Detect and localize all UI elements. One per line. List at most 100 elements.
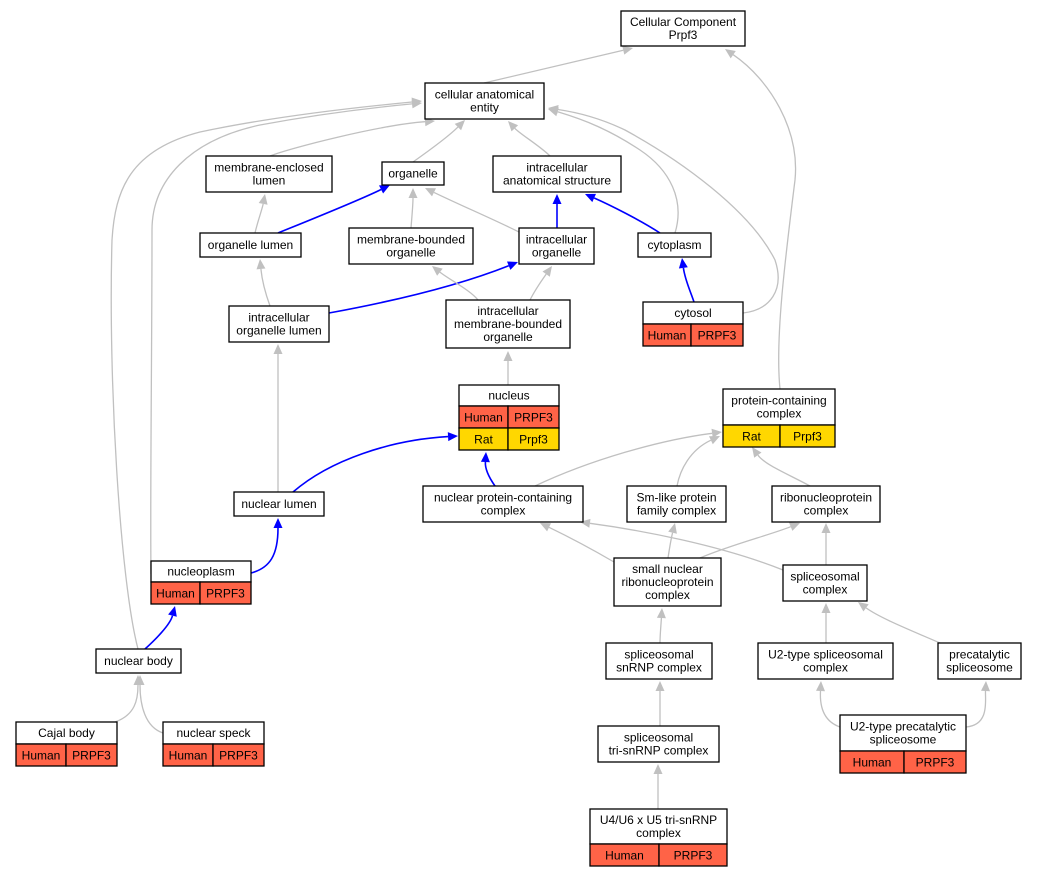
node-nlumen[interactable]: nuclear lumen [233, 491, 325, 517]
node-org[interactable]: organelle [381, 161, 445, 186]
edge-spl-to-npcc [589, 522, 784, 571]
node-label: tri-snRNP complex [609, 744, 709, 758]
node-cyto[interactable]: cytoplasm [637, 232, 712, 258]
node-label: organelle [388, 167, 438, 181]
node-label: nuclear protein-containing [434, 491, 572, 505]
node-box [422, 485, 584, 523]
gene-label: PRPF3 [674, 849, 713, 863]
node-box [839, 714, 967, 752]
gene-label: Prpf3 [519, 433, 548, 447]
edge-arrowhead [821, 603, 831, 613]
gene-label: PRPF3 [916, 756, 955, 770]
edge-arrowhead [542, 266, 552, 277]
node-label: entity [470, 101, 499, 115]
node-box [613, 557, 722, 607]
edge-arrowhead [432, 266, 443, 276]
node-label: Cellular Component [630, 15, 737, 29]
node-box [597, 725, 720, 763]
gene-cell [507, 427, 560, 451]
edge-u2pre-to-precat [965, 690, 987, 728]
edge-nbody-to-nucleoplasm [144, 615, 174, 650]
node-label: intracellular [477, 304, 538, 318]
node-label: intracellular [526, 161, 587, 175]
gene-cell [779, 424, 836, 448]
edge-cajal-to-nbody [114, 684, 139, 723]
node-label: Prpf3 [669, 28, 698, 42]
edge-arrowhead [507, 261, 518, 270]
node-label: family complex [637, 504, 716, 518]
node-label: Sm-like protein [636, 491, 716, 505]
node-label: membrane-enclosed [214, 161, 323, 175]
node-label: cellular anatomical [435, 88, 534, 102]
node-label: complex [757, 407, 802, 421]
node-label: spliceosomal [624, 731, 693, 745]
edge-mel-to-cae [269, 121, 426, 157]
node-label: cytosol [674, 306, 711, 320]
node-label: U2-type precatalytic [850, 720, 956, 734]
node-orgl[interactable]: organelle lumen [199, 232, 302, 258]
edge-arrowhead [622, 45, 633, 55]
edge-arrowhead [981, 681, 990, 692]
edge-arrowhead [168, 606, 177, 617]
node-box [757, 642, 894, 680]
node-label: organelle [483, 330, 533, 344]
edge-arrowhead [789, 522, 800, 531]
edge-imbo-to-io [529, 273, 547, 301]
gene-label: PRPF3 [698, 329, 737, 343]
edge-iol-to-orgl [260, 268, 271, 307]
edge-snrnp-to-rnp [699, 526, 791, 559]
node-nbody[interactable]: nuclear body [95, 648, 182, 674]
node-label: cytoplasm [647, 238, 701, 252]
edge-arrowhead [552, 194, 562, 204]
edge-arrowhead [256, 259, 266, 270]
species-label: Human [169, 749, 208, 763]
node-box [492, 155, 622, 193]
edge-arrowhead [858, 602, 869, 612]
node-box [782, 564, 868, 602]
node-label: intracellular [248, 311, 309, 325]
edge-cytosol-to-cae [557, 108, 779, 314]
species-label: Human [22, 749, 61, 763]
edge-arrowhead [480, 452, 490, 463]
gene-label: PRPF3 [219, 749, 258, 763]
node-label: spliceosome [870, 733, 937, 747]
node-label: complex [481, 504, 526, 518]
edge-arrowhead [503, 351, 513, 361]
edge-ias-to-cae [514, 127, 551, 157]
annotation-row: Human PRPF3 [162, 743, 265, 767]
edge-arrowhead [548, 105, 559, 114]
edge-iol-to-io [328, 264, 509, 314]
node-label: Cajal body [38, 726, 95, 740]
node-label: U2-type spliceosomal [768, 648, 883, 662]
gene-cell [199, 581, 252, 605]
